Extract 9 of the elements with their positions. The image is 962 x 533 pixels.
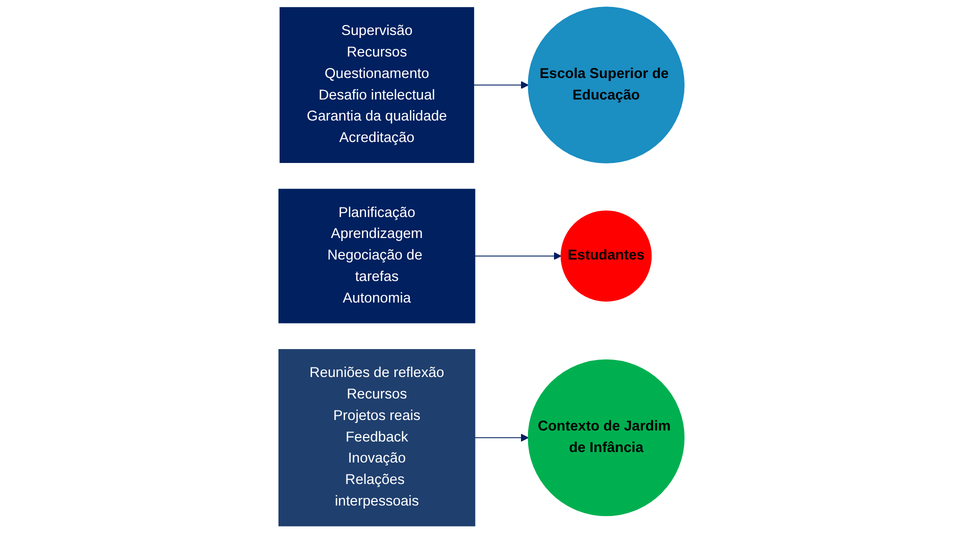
arrow <box>474 434 528 442</box>
node-circle: Estudantes <box>560 210 652 302</box>
node-box: Planificação Aprendizagem Negociação de tarefas Autonomia <box>278 188 475 324</box>
node-box: Supervisão Recursos Questionamento Desafio intelectual Garantia da qualidade Acreditação <box>279 7 474 163</box>
node-circle: Escola Superior de Educação <box>527 6 684 164</box>
node-circle: Contexto de Jardim de Infância <box>527 359 684 516</box>
node-box: Reuniões de reflexão Recursos Projetos reais Feedback Inovação Relações interpessoais <box>278 349 475 526</box>
arrow <box>472 81 528 89</box>
arrow <box>474 252 561 260</box>
